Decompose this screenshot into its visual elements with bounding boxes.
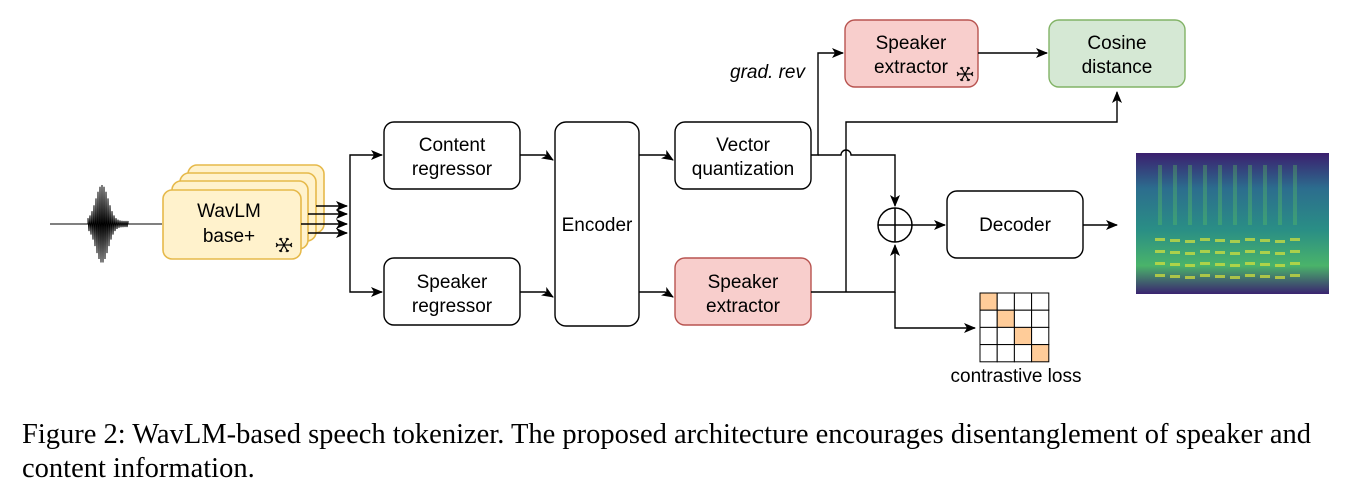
speaker-regressor-line1: Speaker xyxy=(417,272,488,293)
speaker-extractor-line2: extractor xyxy=(706,296,781,317)
contrastive-grid-cell xyxy=(1013,292,1033,311)
wavlm-label-line2: base+ xyxy=(203,226,255,247)
contrastive-grid-diagonal-cell xyxy=(996,309,1015,328)
contrastive-grid-cell xyxy=(996,344,1015,363)
contrastive-grid-cell xyxy=(1031,309,1050,328)
encoder-label: Encoder xyxy=(562,215,633,236)
contrastive-grid-diagonal-cell xyxy=(1013,326,1033,346)
contrastive-grid-cell xyxy=(1013,344,1033,363)
contrastive-grid-cell xyxy=(979,326,998,346)
contrastive-grid-diagonal-cell xyxy=(1031,344,1050,363)
waveform-icon xyxy=(50,184,162,263)
contrastive-grid-cell xyxy=(1031,292,1050,311)
speaker-output-lines xyxy=(811,91,1122,333)
speaker-regressor-block: Speaker regressor xyxy=(383,257,521,326)
contrastive-grid-diagonal-cell xyxy=(979,292,998,311)
decoder-block: Decoder xyxy=(946,190,1084,259)
contrastive-grid-icon xyxy=(979,292,1050,363)
vector-quantization-block: Vector quantization xyxy=(674,121,812,190)
contrastive-grid-cell xyxy=(996,292,1015,311)
contrastive-grid-cell xyxy=(979,344,998,363)
cosine-distance-line2: distance xyxy=(1082,57,1153,78)
figure-caption: Figure 2: WavLM-based speech tokenizer. … xyxy=(22,419,1311,484)
vector-quantization-line2: quantization xyxy=(692,159,794,180)
content-regressor-line1: Content xyxy=(419,135,486,156)
encoder-output-arrows xyxy=(639,149,674,298)
content-regressor-block: Content regressor xyxy=(383,121,521,190)
speaker-extractor-line1: Speaker xyxy=(708,272,779,293)
speaker-regressor-line2: regressor xyxy=(412,296,493,317)
frozen-speaker-extractor-line1: Speaker xyxy=(876,33,947,54)
vq-output-lines xyxy=(811,48,900,207)
contrastive-loss-label: contrastive loss xyxy=(951,366,1082,387)
cosine-distance-line1: Cosine xyxy=(1087,33,1146,54)
wavlm-label-line1: WavLM xyxy=(197,201,261,222)
wavlm-block: WavLM base+ xyxy=(162,164,325,260)
adder-icon xyxy=(877,207,913,243)
decoder-label: Decoder xyxy=(979,215,1051,236)
architecture-diagram: WavLM base+ Content regressor Speaker re… xyxy=(50,19,1329,387)
contrastive-grid-cell xyxy=(1031,326,1050,346)
vector-quantization-line1: Vector xyxy=(716,135,771,156)
contrastive-grid-cell xyxy=(979,309,998,328)
spectrogram-icon xyxy=(1136,153,1329,294)
content-regressor-line2: regressor xyxy=(412,159,493,180)
encoder-block: Encoder xyxy=(554,121,640,327)
wavlm-output-arrows xyxy=(301,150,383,297)
cosine-distance-block: Cosine distance xyxy=(1048,19,1186,88)
regressor-to-encoder-arrows xyxy=(520,149,554,298)
contrastive-grid-cell xyxy=(996,326,1015,346)
grad-rev-label: grad. rev xyxy=(730,62,806,83)
frozen-speaker-extractor-line2: extractor xyxy=(874,57,949,78)
frozen-speaker-extractor-block: Speaker extractor xyxy=(844,19,979,88)
contrastive-grid-cell xyxy=(1013,309,1033,328)
speaker-extractor-block: Speaker extractor xyxy=(674,257,812,326)
